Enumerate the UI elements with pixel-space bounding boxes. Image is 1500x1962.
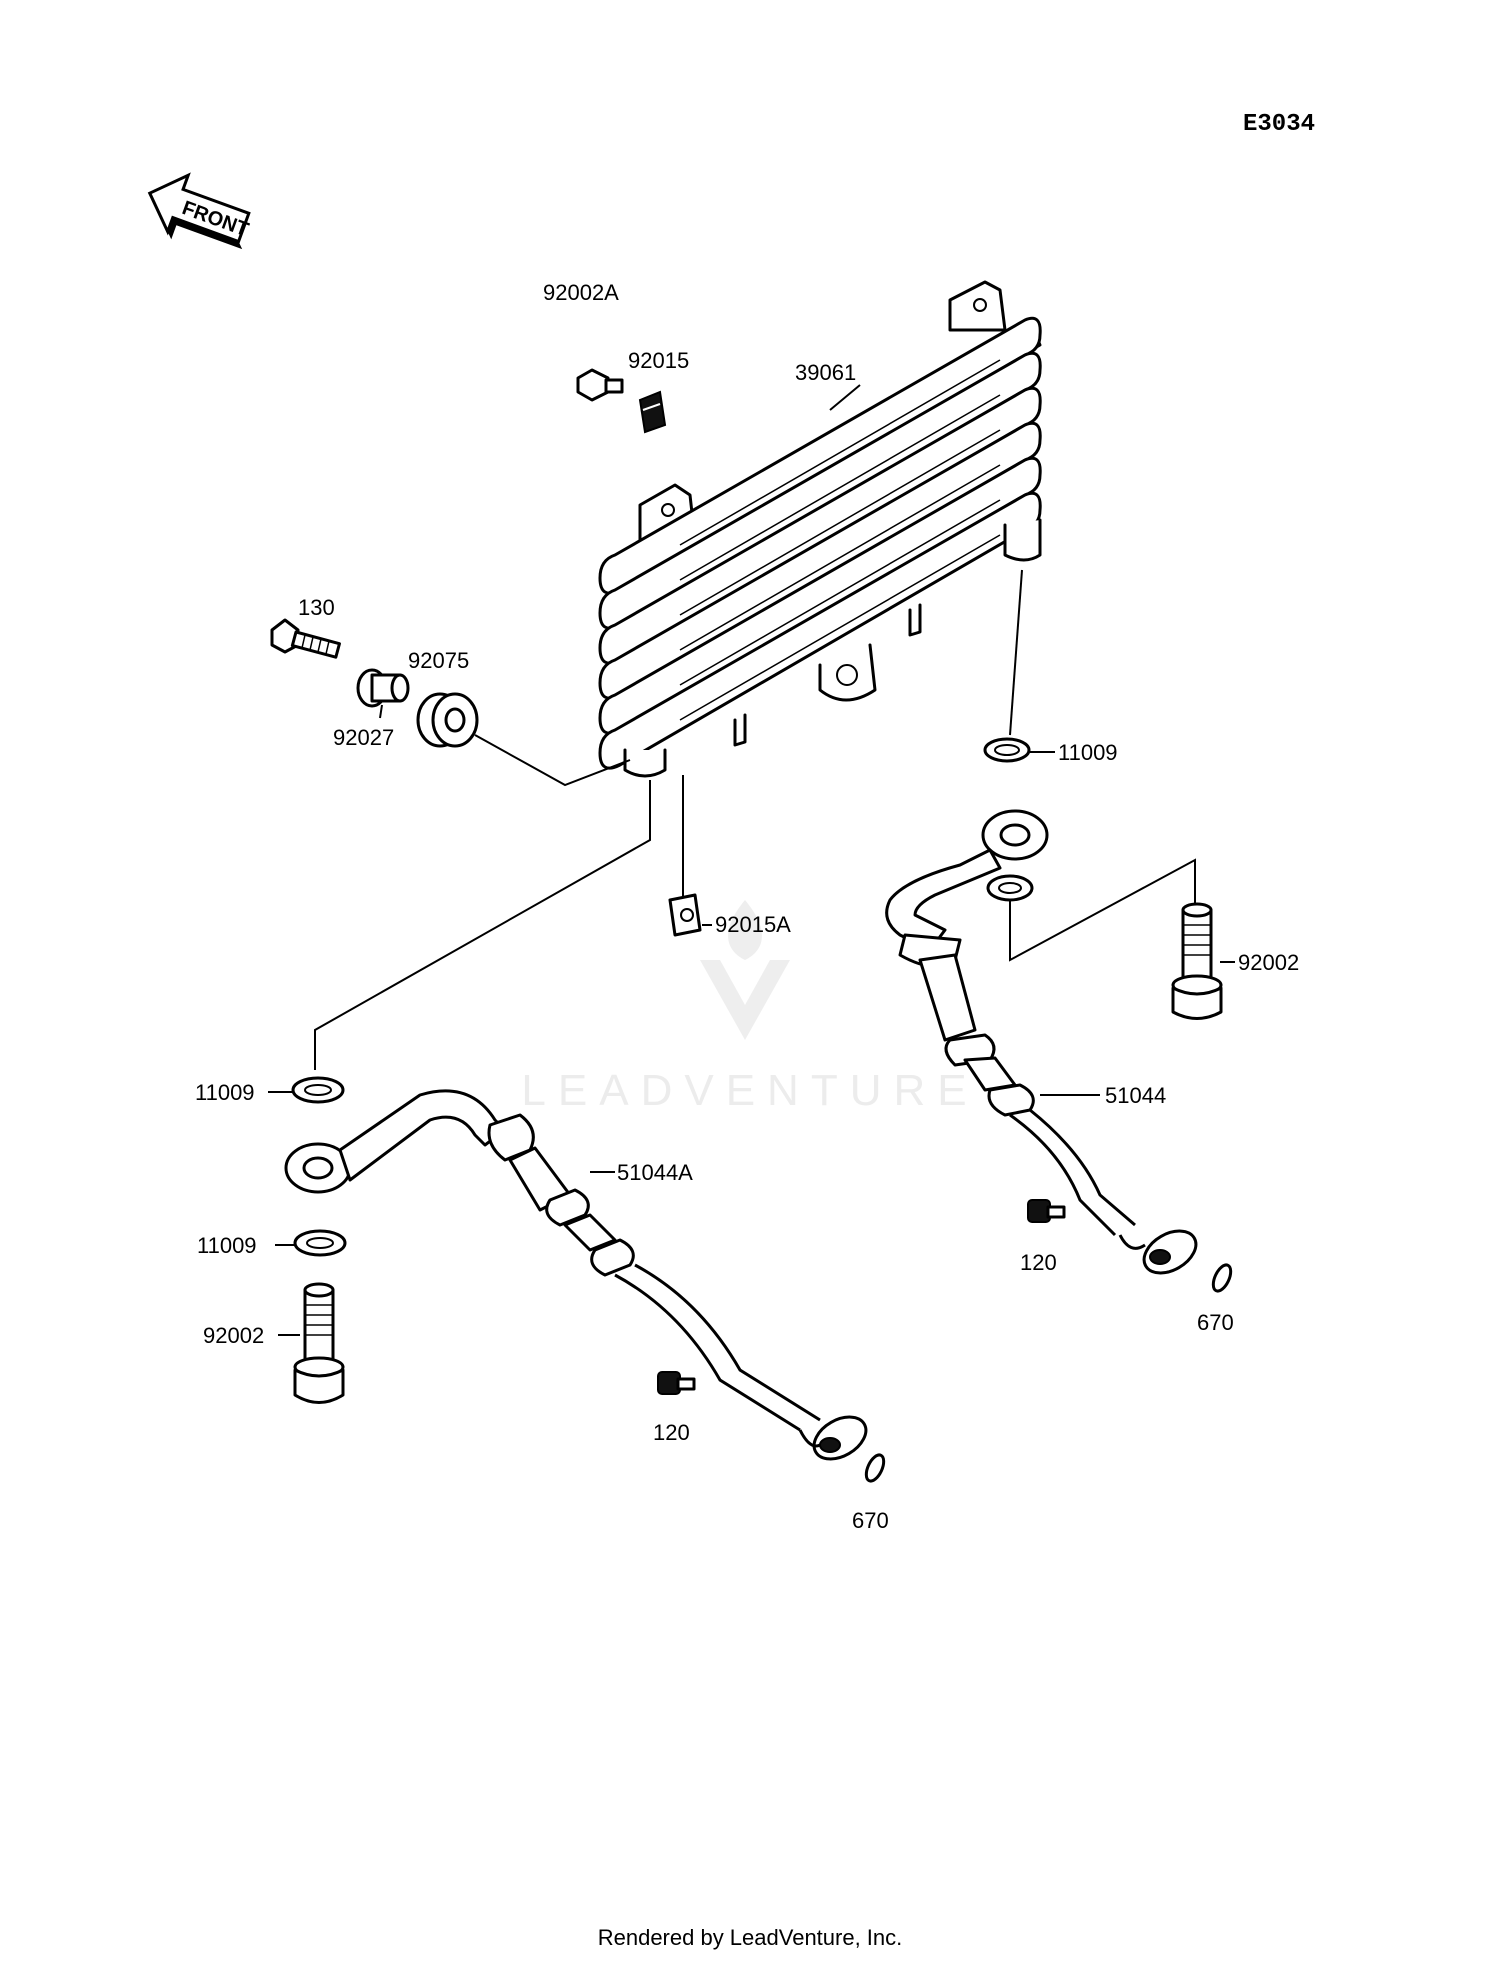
- watermark: LEADVENTURE: [521, 1066, 978, 1115]
- label-oring-left: 670: [852, 1508, 889, 1533]
- label-oring-right: 670: [1197, 1310, 1234, 1335]
- gasket-cooler-right: [983, 737, 1031, 763]
- label-bolt-left: 92002: [203, 1323, 264, 1348]
- washer-right-upper: [986, 874, 1034, 902]
- screw-left: [657, 1371, 696, 1395]
- gasket-left-upper: [291, 1076, 345, 1104]
- label-hose-left: 51044A: [617, 1160, 693, 1185]
- leader-bolt-right: [1009, 858, 1196, 962]
- label-bolt-upper: 92002A: [543, 280, 619, 305]
- oil-cooler: [598, 280, 1042, 778]
- label-oil-cooler: 39061: [795, 360, 856, 385]
- label-gasket-left-upper: 11009: [195, 1080, 255, 1105]
- bolt-right: [1171, 902, 1223, 1020]
- label-grommet: 92075: [408, 648, 469, 673]
- label-gasket-left-lower: 11009: [197, 1233, 257, 1258]
- oring-left: [864, 1453, 886, 1483]
- screw-right: [1027, 1199, 1066, 1223]
- label-collar: 92027: [333, 725, 394, 750]
- leader-collar: [379, 704, 383, 719]
- hose-right: [885, 809, 1198, 1275]
- bolt-mount: [270, 618, 341, 659]
- gasket-left-lower: [293, 1229, 347, 1257]
- leader-gasket-cooler-right: [1009, 569, 1023, 736]
- collar: [356, 668, 410, 708]
- grommet: [416, 692, 479, 748]
- bolt-left: [293, 1282, 345, 1404]
- label-hose-right: 51044: [1105, 1083, 1166, 1108]
- label-gasket-cooler-right: 11009: [1058, 740, 1118, 765]
- leader-grommet: [474, 734, 631, 787]
- label-screw-left: 120: [653, 1420, 690, 1445]
- oring-right: [1211, 1263, 1233, 1293]
- watermark-logo-icon: [700, 900, 790, 1040]
- hose-left: [284, 1089, 868, 1461]
- footer-credit: Rendered by LeadVenture, Inc.: [597, 1925, 903, 1950]
- clamp-lower: [668, 893, 702, 937]
- leader-gasket-left-upper: [314, 780, 651, 1070]
- label-clamp-upper: 92015: [628, 348, 689, 373]
- clamp-upper: [638, 390, 667, 434]
- label-screw-right: 120: [1020, 1250, 1057, 1275]
- leader-oil-cooler: [829, 384, 861, 411]
- label-bolt-right: 92002: [1238, 950, 1299, 975]
- label-bolt-mount: 130: [298, 595, 335, 620]
- front-arrow-icon: FRONT: [147, 172, 251, 250]
- bolt-upper: [576, 368, 624, 402]
- diagram-code: E3034: [1243, 111, 1315, 138]
- label-clamp-lower: 92015A: [715, 912, 791, 937]
